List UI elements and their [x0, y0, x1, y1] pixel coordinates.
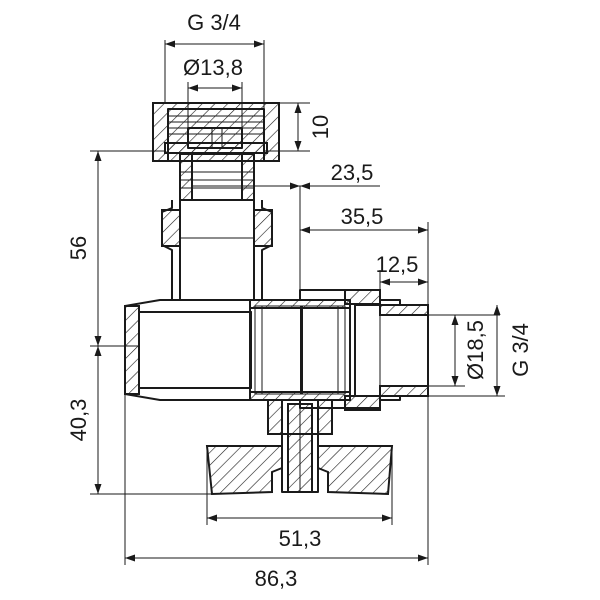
dim-overall-width: 86,3 — [255, 566, 298, 591]
dim-thread-length: 12,5 — [376, 252, 419, 277]
dim-top-bore: Ø13,8 — [183, 55, 243, 80]
valve-stem — [267, 399, 333, 493]
top-union-nut — [152, 102, 280, 162]
dim-height-40-3: 40,3 — [66, 399, 91, 442]
dim-handle-width: 51,3 — [279, 526, 322, 551]
dimension-labels: G 3/4 Ø13,8 10 23,5 35,5 12,5 56 40,3 Ø1… — [66, 10, 533, 591]
dim-height-56: 56 — [66, 236, 91, 260]
dim-offset-35-5: 35,5 — [341, 204, 384, 229]
dim-outlet-bore: Ø18,5 — [463, 320, 488, 380]
dim-offset-23-5: 23,5 — [331, 160, 374, 185]
main-valve-body — [124, 289, 429, 411]
dim-nut-height: 10 — [308, 115, 333, 139]
dim-top-thread: G 3/4 — [187, 10, 241, 35]
vertical-inlet-body — [161, 153, 273, 301]
dim-outlet-thread: G 3/4 — [508, 323, 533, 377]
handwheel — [205, 445, 394, 496]
dimension-lines — [90, 40, 505, 565]
